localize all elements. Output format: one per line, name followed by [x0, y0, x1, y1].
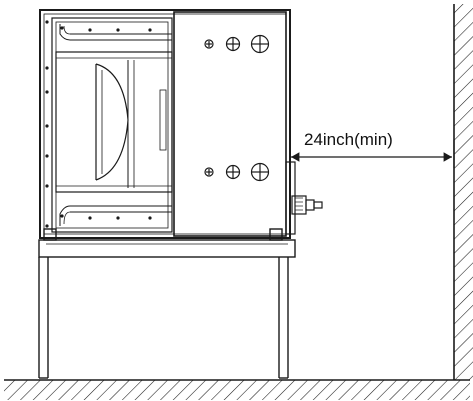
side-cover-panel	[173, 11, 287, 237]
unit-foot-left	[43, 228, 57, 241]
pipe-port-symbols-bottom	[204, 162, 270, 182]
clearance-label: 24inch(min)	[304, 130, 393, 149]
pipe-port-symbols-top	[204, 34, 270, 54]
fan-housing	[51, 17, 173, 233]
clearance-dimension	[291, 140, 455, 168]
wall	[453, 4, 473, 380]
frame-screws	[45, 20, 152, 228]
ground	[4, 379, 470, 400]
unit-foot-right	[269, 228, 283, 241]
support-stand	[38, 239, 296, 379]
side-connectors	[285, 161, 323, 235]
